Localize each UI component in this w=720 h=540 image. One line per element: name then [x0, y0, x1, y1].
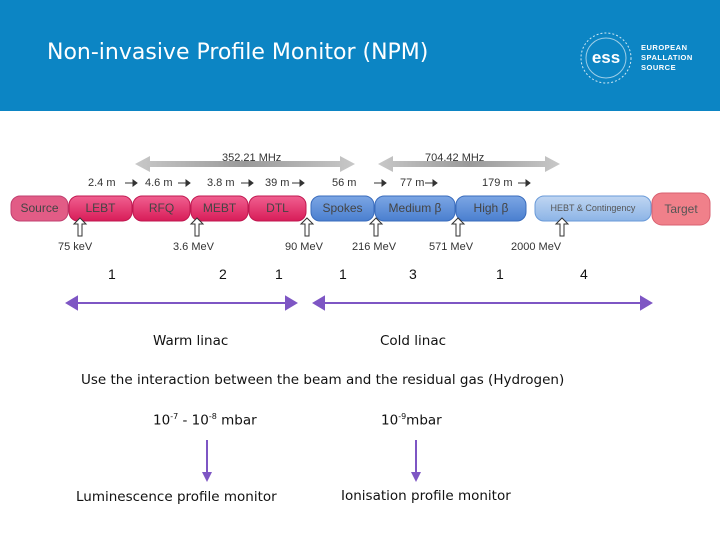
count-spokes: 1: [339, 266, 347, 282]
energy-dtl: 90 MeV: [285, 241, 323, 253]
header-bar: [0, 0, 720, 111]
rfq-box: [132, 195, 191, 222]
energy-high-beta: 2000 MeV: [511, 241, 562, 253]
interaction-text: Use the interaction between the beam and…: [81, 372, 565, 388]
slide-title: Non-invasive Profile Monitor (NPM): [47, 40, 429, 65]
mebt-box: [190, 195, 249, 222]
ess-logo-icon: ess: [580, 32, 632, 84]
section-high-beta: High β: [473, 201, 509, 215]
pressure-warm: 10-7 - 10-8 mbar: [153, 412, 257, 429]
cold-span-arrow: [312, 295, 653, 311]
pressure-cold-a: 10: [381, 412, 399, 429]
section-hebt: HEBT & Contingency: [550, 203, 636, 213]
medium-beta-box: [374, 195, 456, 222]
logo-name: EUROPEAN SPALLATION SOURCE: [641, 43, 716, 73]
logo-line-2: SPALLATION: [641, 53, 693, 62]
section-target: Target: [664, 202, 698, 216]
pressure-warm-b-exp: -8: [208, 412, 217, 421]
energy-spokes: 216 MeV: [352, 241, 397, 253]
pressure-warm-b: 10: [191, 412, 209, 429]
energy-mebt: 3.6 MeV: [173, 241, 214, 253]
logo-line-3: SOURCE: [641, 63, 677, 72]
frequency-arrow-cold: [378, 156, 560, 172]
energy-arrows: [72, 217, 570, 237]
section-medium-beta: Medium β: [388, 201, 442, 215]
monitor-cold: Ionisation profile monitor: [341, 488, 511, 504]
pressure-cold: 10-9mbar: [381, 412, 442, 429]
count-high-beta: 1: [496, 266, 504, 282]
spokes-box: [310, 195, 375, 222]
length-high-beta: 179 m: [482, 177, 513, 189]
lebt-box: [68, 195, 133, 222]
hebt-box: [534, 195, 652, 222]
count-mebt: 2: [219, 266, 227, 282]
count-medium-beta: 3: [409, 266, 417, 282]
section-mebt: MEBT: [202, 201, 237, 215]
pressure-warm-a: 10: [153, 412, 171, 429]
region-cold: Cold linac: [380, 333, 447, 349]
pressure-warm-sep: -: [178, 412, 192, 429]
frequency-arrow-warm: [135, 156, 355, 172]
pressure-warm-unit: mbar: [216, 412, 257, 429]
source-box: [10, 195, 69, 222]
count-hebt: 4: [580, 266, 588, 282]
section-rfq: RFQ: [148, 201, 175, 215]
length-mebt: 3.8 m: [207, 177, 235, 189]
target-box: [651, 192, 711, 226]
section-source: Source: [20, 201, 59, 215]
warm-span-arrow: [65, 295, 298, 311]
high-beta-box: [455, 195, 527, 222]
energy-lebt: 75 keV: [58, 241, 93, 253]
count-lebt: 1: [108, 266, 116, 282]
logo-line-1: EUROPEAN: [641, 43, 688, 52]
energy-medium-beta: 571 MeV: [429, 241, 474, 253]
length-lebt: 2.4 m: [88, 177, 116, 189]
logo-mark: ess: [592, 48, 620, 67]
length-pointers: [125, 179, 531, 187]
region-warm: Warm linac: [153, 333, 229, 349]
section-lebt: LEBT: [85, 201, 116, 215]
length-rfq: 4.6 m: [145, 177, 173, 189]
section-spokes: Spokes: [322, 201, 363, 215]
frequency-warm: 352.21 MHz: [222, 152, 282, 164]
pressure-cold-unit: mbar: [406, 412, 442, 429]
count-dtl: 1: [275, 266, 283, 282]
length-spokes: 56 m: [332, 177, 357, 189]
pressure-cold-a-exp: -9: [398, 412, 407, 421]
section-dtl: DTL: [266, 201, 289, 215]
dtl-box: [248, 195, 307, 222]
monitor-warm: Luminescence profile monitor: [76, 489, 277, 505]
length-dtl: 39 m: [265, 177, 290, 189]
length-medium-beta: 77 m: [400, 177, 425, 189]
frequency-cold: 704.42 MHz: [425, 152, 485, 164]
pressure-warm-a-exp: -7: [170, 412, 179, 421]
